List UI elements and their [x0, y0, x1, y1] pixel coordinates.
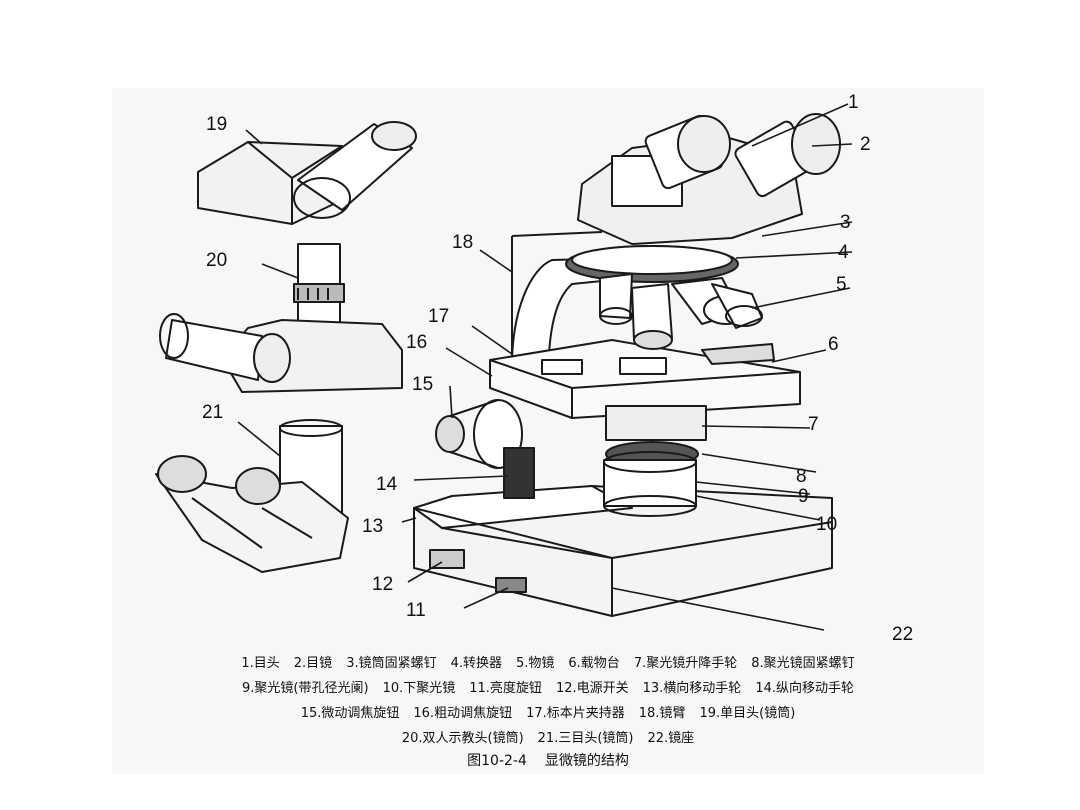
label-1: 1	[848, 92, 859, 113]
legend-item: 17.标本片夹持器	[526, 706, 625, 721]
monocular-head-drawing	[197, 121, 417, 225]
figure-title: 显微镜的结构	[544, 753, 629, 769]
legend-item: 16.粗动调焦旋钮	[413, 706, 513, 721]
legend-item: 15.微动调焦旋钮	[300, 706, 400, 721]
label-12: 12	[372, 574, 393, 595]
label-11: 11	[406, 600, 426, 621]
legend-item: 9.聚光镜(带孔径光阑)	[242, 681, 369, 696]
label-9: 9	[798, 486, 809, 507]
label-19: 19	[206, 114, 227, 135]
legend-item: 22.镜座	[647, 731, 695, 746]
legend-item: 12.电源开关	[555, 681, 629, 696]
label-13: 13	[362, 516, 383, 537]
figure-caption: 图10-2-4 显微镜的结构	[112, 750, 984, 770]
teaching-head-drawing	[159, 243, 403, 393]
label-10: 10	[816, 514, 837, 535]
legend-item: 6.载物台	[568, 656, 620, 671]
label-14: 14	[376, 474, 398, 495]
label-6: 6	[828, 334, 839, 355]
label-21: 21	[202, 402, 223, 423]
figure-number: 图10-2-4	[467, 753, 527, 769]
trinocular-head-drawing	[155, 419, 349, 573]
legend-row-2: 9.聚光镜(带孔径光阑) 10.下聚光镜 11.亮度旋钮 12.电源开关 13.横向移动…	[112, 677, 984, 696]
legend-item: 1.目头	[241, 656, 280, 671]
label-7: 7	[808, 414, 819, 435]
legend-item: 19.单目头(镜筒)	[699, 706, 796, 721]
label-3: 3	[840, 212, 851, 233]
legend-item: 18.镜臂	[638, 706, 686, 721]
legend-item: 5.物镜	[516, 656, 555, 671]
label-16: 16	[406, 332, 427, 353]
label-4: 4	[838, 242, 849, 263]
legend-row-4: 20.双人示教头(镜筒) 21.三目头(镜筒) 22.镜座	[112, 727, 984, 746]
number-labels: 1 2 3 4 5 6 7 8 9 10 11 12 13 14 15 16 1…	[202, 92, 913, 645]
label-15: 15	[412, 374, 433, 395]
legend-item: 10.下聚光镜	[382, 681, 456, 696]
label-5: 5	[836, 274, 847, 295]
label-leader-lines	[237, 103, 853, 631]
legend-item: 4.转换器	[450, 656, 502, 671]
legend-item: 11.亮度旋钮	[469, 681, 542, 696]
microscope-diagram: 1 2 3 4 5 6 7 8 9 10 11 12 13 14 15 16 1…	[155, 92, 913, 645]
label-2: 2	[860, 134, 871, 155]
main-microscope-drawing	[413, 113, 841, 617]
label-17: 17	[428, 306, 449, 327]
legend-row-1: 1.目头 2.目镜 3.镜筒固紧螺钉 4.转换器 5.物镜 6.载物台 7.聚光镜升降手轮 8…	[112, 652, 984, 671]
legend-item: 2.目镜	[293, 656, 333, 671]
legend-item: 3.镜筒固紧螺钉	[346, 656, 437, 671]
legend-item: 20.双人示教头(镜筒)	[401, 731, 524, 746]
legend-item: 14.纵向移动手轮	[755, 681, 854, 696]
label-8: 8	[796, 466, 807, 487]
label-20: 20	[206, 250, 227, 271]
legend-row-3: 15.微动调焦旋钮 16.粗动调焦旋钮 17.标本片夹持器 18.镜臂 19.单目头(镜…	[112, 702, 984, 721]
label-22: 22	[892, 624, 913, 645]
label-18: 18	[452, 232, 473, 253]
legend-item: 8.聚光镜固紧螺钉	[751, 656, 855, 671]
legend-item: 7.聚光镜升降手轮	[633, 656, 738, 671]
legend-item: 13.横向移动手轮	[642, 681, 742, 696]
legend-item: 21.三目头(镜筒)	[537, 731, 634, 746]
microscope-figure: 1 2 3 4 5 6 7 8 9 10 11 12 13 14 15 16 1…	[112, 88, 984, 774]
